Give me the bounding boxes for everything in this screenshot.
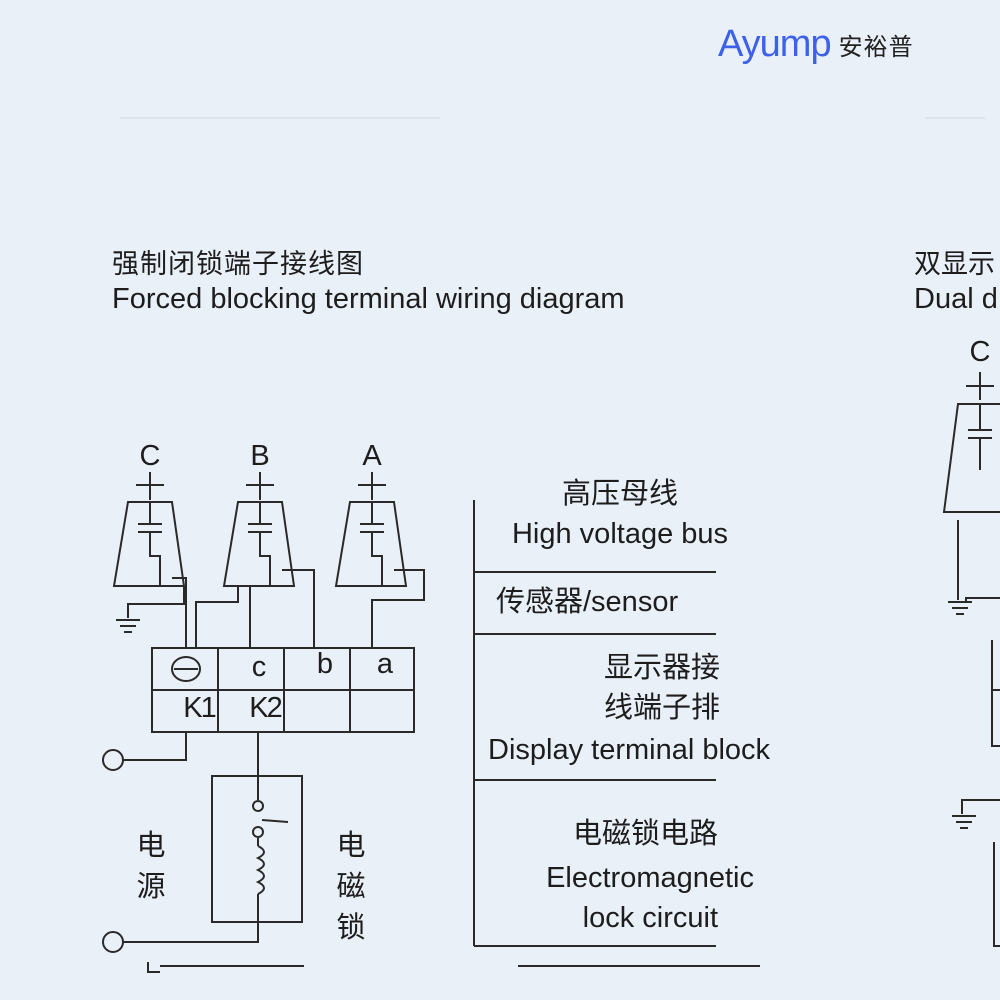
sensor-a (334, 472, 425, 648)
electromagnetic-lock (211, 775, 303, 923)
legend-display-cn-1: 显示器接 (603, 652, 720, 684)
terminal-label-b: b (316, 648, 334, 680)
right-diagram-title-clip: 双显示 Dual d (900, 230, 1000, 330)
phase-label-a: A (362, 440, 382, 472)
sensor-b (195, 472, 315, 648)
legend-lock-cn: 电磁锁电路 (572, 818, 718, 850)
brand-name-en: Ayump (718, 22, 832, 65)
phase-label-b: B (250, 440, 270, 472)
terminal-label-k2: K2 (249, 692, 282, 724)
legend-bus-cn: 高压母线 (561, 478, 678, 510)
brand-logo: Ayump 安裕普 (718, 22, 914, 66)
legend-lock-en-1: Electromagnetic (546, 862, 754, 894)
legend-display-en: Display terminal block (488, 734, 771, 766)
diagram-title-cn: 强制闭锁端子接线图 (112, 249, 364, 279)
power-supply-label: 电 源 (136, 830, 166, 903)
phase-label-c: C (139, 440, 161, 472)
brand-name-cn: 安裕普 (838, 33, 914, 61)
legend-lock-en-2: lock circuit (582, 902, 718, 934)
power-supply-wiring (102, 732, 304, 973)
right-diagram-title-en: Dual d (914, 283, 998, 315)
legend-bracket (473, 500, 760, 967)
legend-sensor: 传感器/sensor (496, 586, 679, 618)
terminal-label-a: a (376, 648, 394, 680)
electromagnetic-lock-label: 电 磁 锁 (336, 830, 366, 944)
right-diagram-sensor-c (942, 372, 1000, 947)
terminal-block (151, 647, 415, 733)
right-phase-label-c: C (969, 336, 991, 368)
terminal-label-c: c (251, 651, 267, 683)
terminal-label-k1: K1 (183, 692, 216, 724)
sensor-c (112, 472, 187, 648)
legend-bus-en: High voltage bus (511, 518, 729, 550)
legend-display-cn-2: 线端子排 (603, 692, 720, 724)
right-diagram-title-cn: 双显示 (914, 249, 995, 279)
diagram-title-en: Forced blocking terminal wiring diagram (112, 283, 625, 315)
